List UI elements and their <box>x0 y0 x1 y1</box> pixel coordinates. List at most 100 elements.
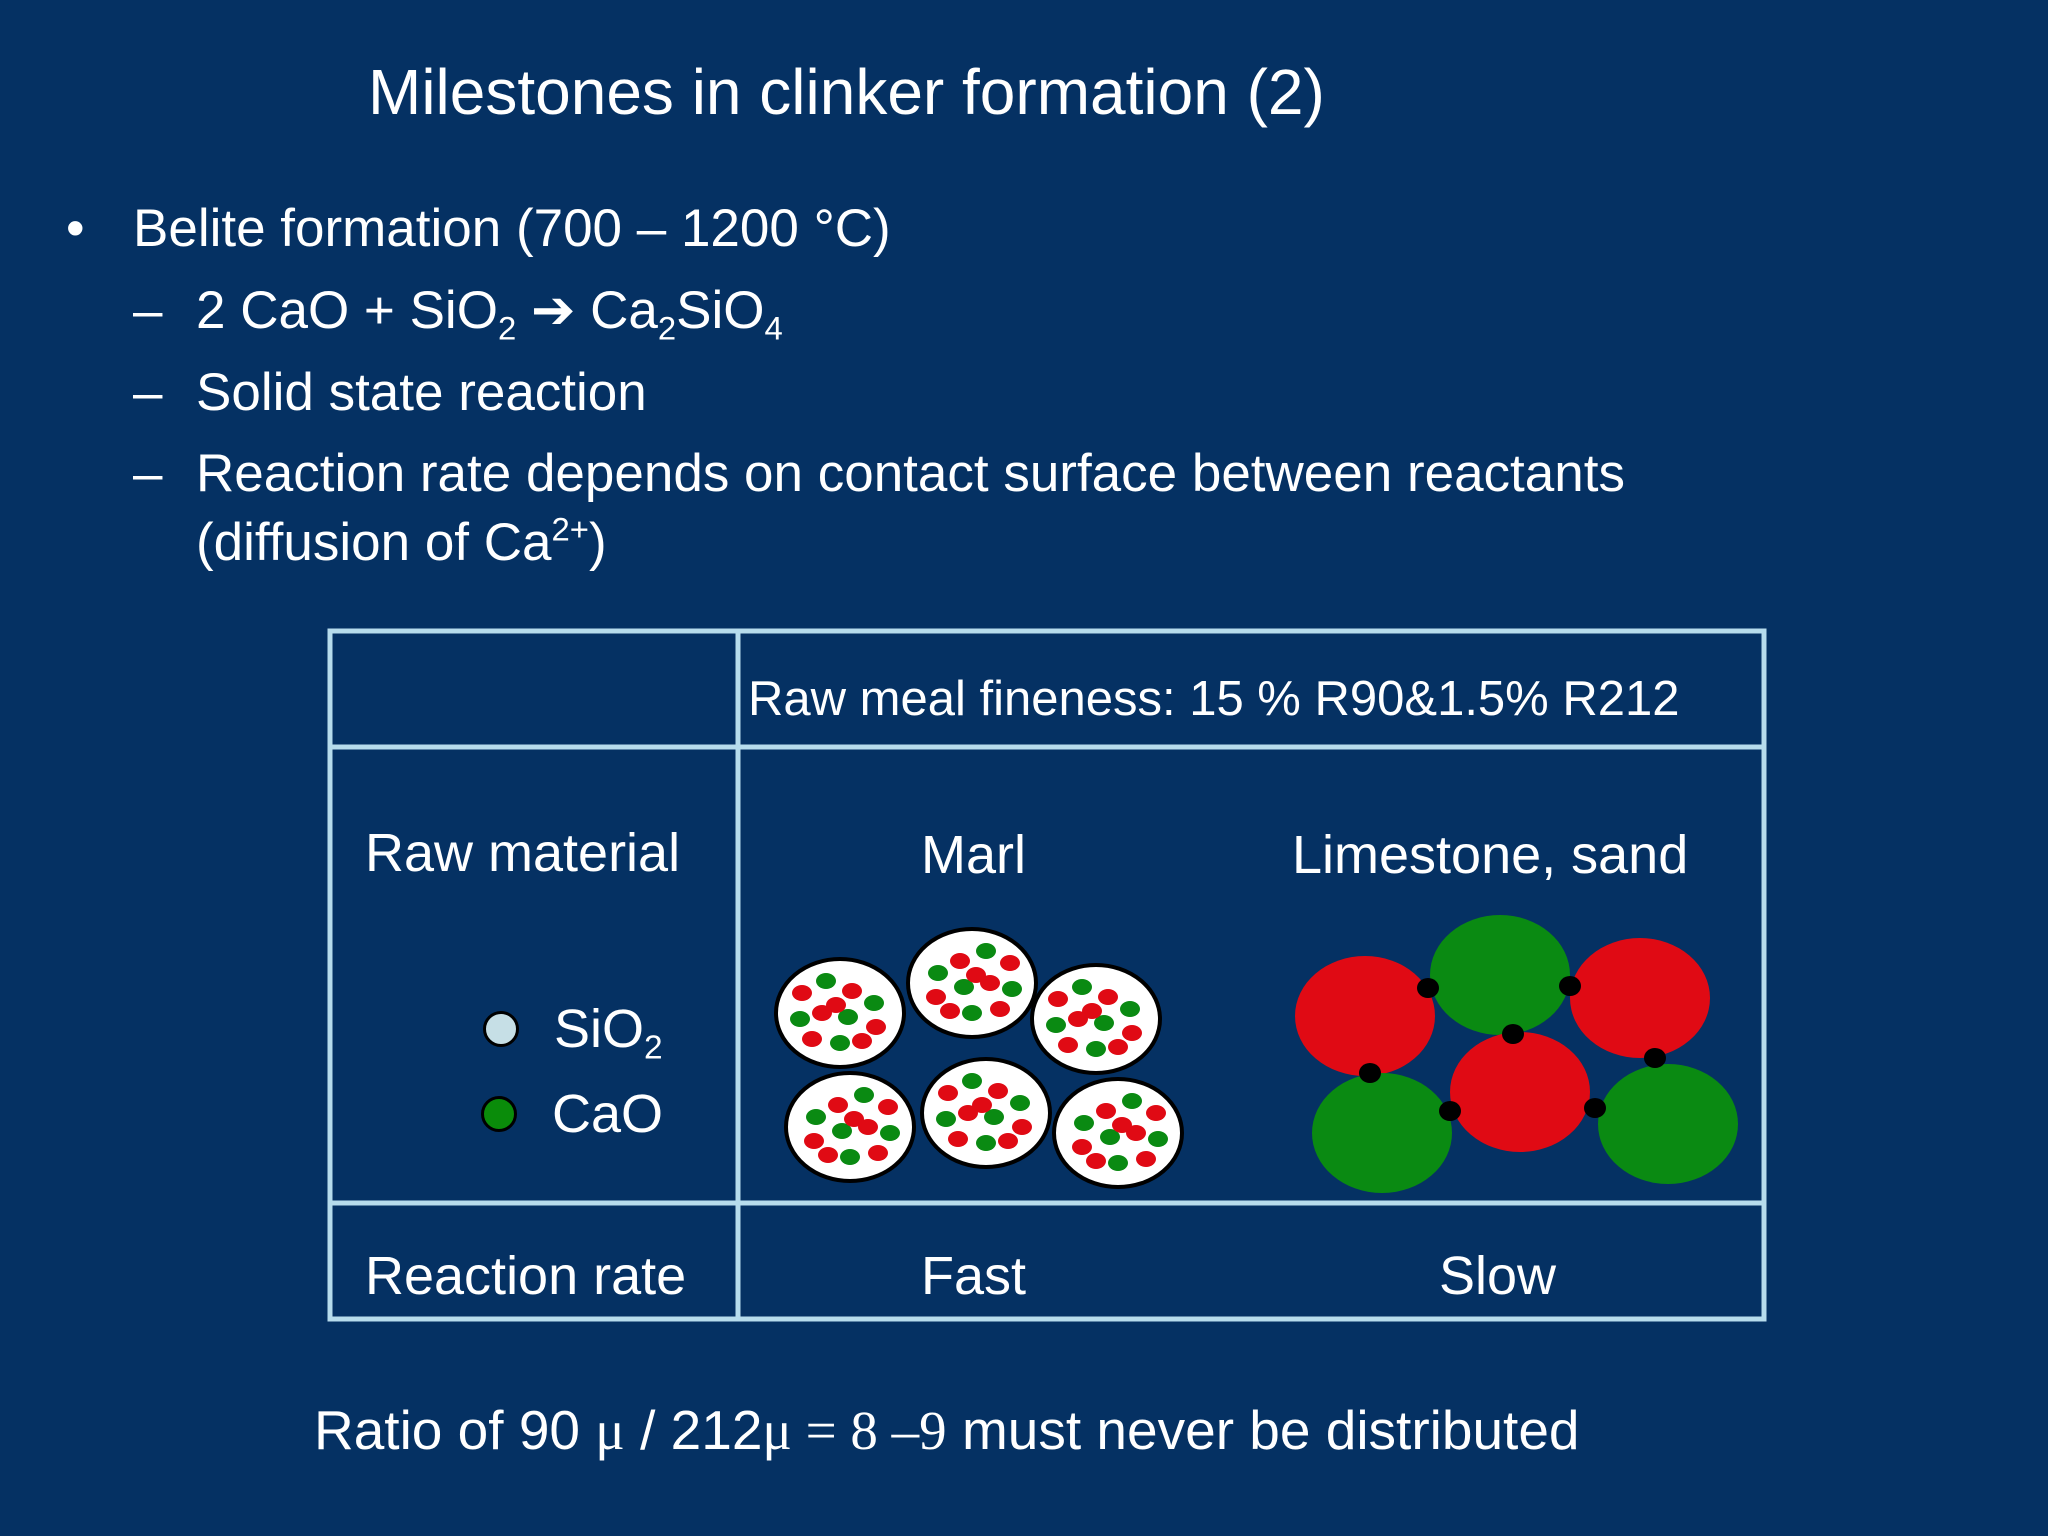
cao-red-dot <box>940 1003 960 1019</box>
sio2-green-dot <box>838 1009 858 1025</box>
cao-legend-label: CaO <box>552 1084 664 1144</box>
sio2-green-dot <box>962 1005 982 1021</box>
row-label-raw-material: Raw material <box>365 823 681 883</box>
cao-legend-dot <box>481 1096 517 1132</box>
cao-red-dot <box>826 997 846 1013</box>
sio2-green-dot <box>816 973 836 989</box>
sio2-green-dot <box>864 995 884 1011</box>
sio2-green-dot <box>1086 1041 1106 1057</box>
reaction-rate-line2: (diffusion of Ca2+) <box>196 512 607 574</box>
contact-point <box>1644 1048 1666 1068</box>
sio2-green-dot <box>1072 979 1092 995</box>
marl-grain <box>784 1071 916 1183</box>
contact-point <box>1439 1101 1461 1121</box>
limestone-particle <box>1570 938 1710 1058</box>
solid-state-reaction: Solid state reaction <box>196 363 647 422</box>
sio2-green-dot <box>830 1035 850 1051</box>
cao-red-dot <box>868 1145 888 1161</box>
sand-particle <box>1430 915 1570 1035</box>
contact-point <box>1584 1098 1606 1118</box>
bullet-belite-formation: Belite formation (700 – 1200 °C) <box>133 199 891 258</box>
cao-red-dot <box>988 1083 1008 1099</box>
contact-point <box>1417 978 1439 998</box>
cao-red-dot <box>844 1111 864 1127</box>
sio2-green-dot <box>954 979 974 995</box>
cao-red-dot <box>828 1097 848 1113</box>
sio2-sub: 2 <box>644 1029 663 1067</box>
table-grid <box>327 628 1767 1322</box>
cao-red-dot <box>812 1005 832 1021</box>
footer-ratio-note: Ratio of 90 μ / 212μ = 8 –9 must never b… <box>314 1397 1580 1464</box>
cao-red-dot <box>972 1097 992 1113</box>
contact-point <box>1559 976 1581 996</box>
cao-red-dot <box>804 1133 824 1149</box>
cao-red-dot <box>802 1031 822 1047</box>
cao-red-dot <box>926 989 946 1005</box>
reaction-rate-line1: Reaction rate depends on contact surface… <box>196 444 1625 503</box>
row-label-reaction-rate: Reaction rate <box>365 1246 687 1306</box>
marl-grain <box>774 957 906 1069</box>
rate-fast: Fast <box>921 1246 1027 1306</box>
limestone-particle <box>1450 1032 1590 1152</box>
sio2-green-dot <box>1010 1095 1030 1111</box>
sio2-green-dot <box>976 943 996 959</box>
cao-red-dot <box>1096 1103 1116 1119</box>
sio2-green-dot <box>1122 1093 1142 1109</box>
cao-red-dot <box>842 983 862 999</box>
table-header-fineness: Raw meal fineness: 15 % R90&1.5% R212 <box>748 672 1680 726</box>
cao-red-dot <box>1146 1105 1166 1121</box>
mu-symbol: μ <box>595 1400 625 1461</box>
cao-red-dot <box>1122 1025 1142 1041</box>
limestone-particle <box>1295 956 1435 1076</box>
mu-symbol: μ <box>762 1400 792 1461</box>
sio2-green-dot <box>1108 1155 1128 1171</box>
sio2-green-dot <box>790 1011 810 1027</box>
sio2-green-dot <box>1148 1131 1168 1147</box>
cao-red-dot <box>818 1147 838 1163</box>
sio2-legend-dot <box>483 1011 519 1047</box>
reaction-equation: 2 CaO + SiO2 ➔ Ca2SiO4 <box>196 280 783 344</box>
cao-red-dot <box>1126 1125 1146 1141</box>
sio2-green-dot <box>832 1123 852 1139</box>
rate-slow: Slow <box>1439 1246 1557 1306</box>
bullet-marker: • <box>66 199 85 258</box>
cao-red-dot <box>990 1001 1010 1017</box>
dash-marker: – <box>133 281 163 340</box>
cao-red-dot <box>1136 1151 1156 1167</box>
dash-marker: – <box>133 444 163 503</box>
footer-post: must never be distributed <box>946 1399 1580 1461</box>
cao-red-dot <box>1058 1037 1078 1053</box>
marl-grain <box>906 927 1038 1039</box>
limestone-sand-particles <box>1295 915 1738 1193</box>
cao-red-dot <box>980 975 1000 991</box>
slide-title: Milestones in clinker formation (2) <box>368 56 1325 128</box>
footer-mid: / 212 <box>624 1399 763 1461</box>
cao-red-dot <box>1048 991 1068 1007</box>
sio2-green-dot <box>1074 1115 1094 1131</box>
cao-red-dot <box>1072 1139 1092 1155</box>
sio2-green-dot <box>854 1087 874 1103</box>
cao-red-dot <box>792 985 812 1001</box>
cao-red-dot <box>1082 1003 1102 1019</box>
sio2-green-dot <box>936 1111 956 1127</box>
column-limestone-sand: Limestone, sand <box>1292 825 1689 885</box>
contact-point <box>1502 1024 1524 1044</box>
sio2-green-dot <box>984 1109 1004 1125</box>
sand-particle <box>1312 1073 1452 1193</box>
sand-particle <box>1598 1064 1738 1184</box>
sio2-text: SiO <box>554 999 645 1059</box>
diffusion-close: ) <box>588 513 607 572</box>
cao-red-dot <box>1108 1039 1128 1055</box>
dash-marker: – <box>133 363 163 422</box>
charge-sup: 2+ <box>551 510 589 548</box>
cao-red-dot <box>866 1019 886 1035</box>
sio2-green-dot <box>1046 1017 1066 1033</box>
marl-grain <box>1030 963 1162 1075</box>
sio2-green-dot <box>928 965 948 981</box>
equation-reactants: 2 CaO + SiO <box>196 281 498 340</box>
table-border <box>327 628 1767 1322</box>
cao-red-dot <box>966 967 986 983</box>
sio2-green-dot <box>880 1125 900 1141</box>
cao-red-dot <box>1112 1117 1132 1133</box>
